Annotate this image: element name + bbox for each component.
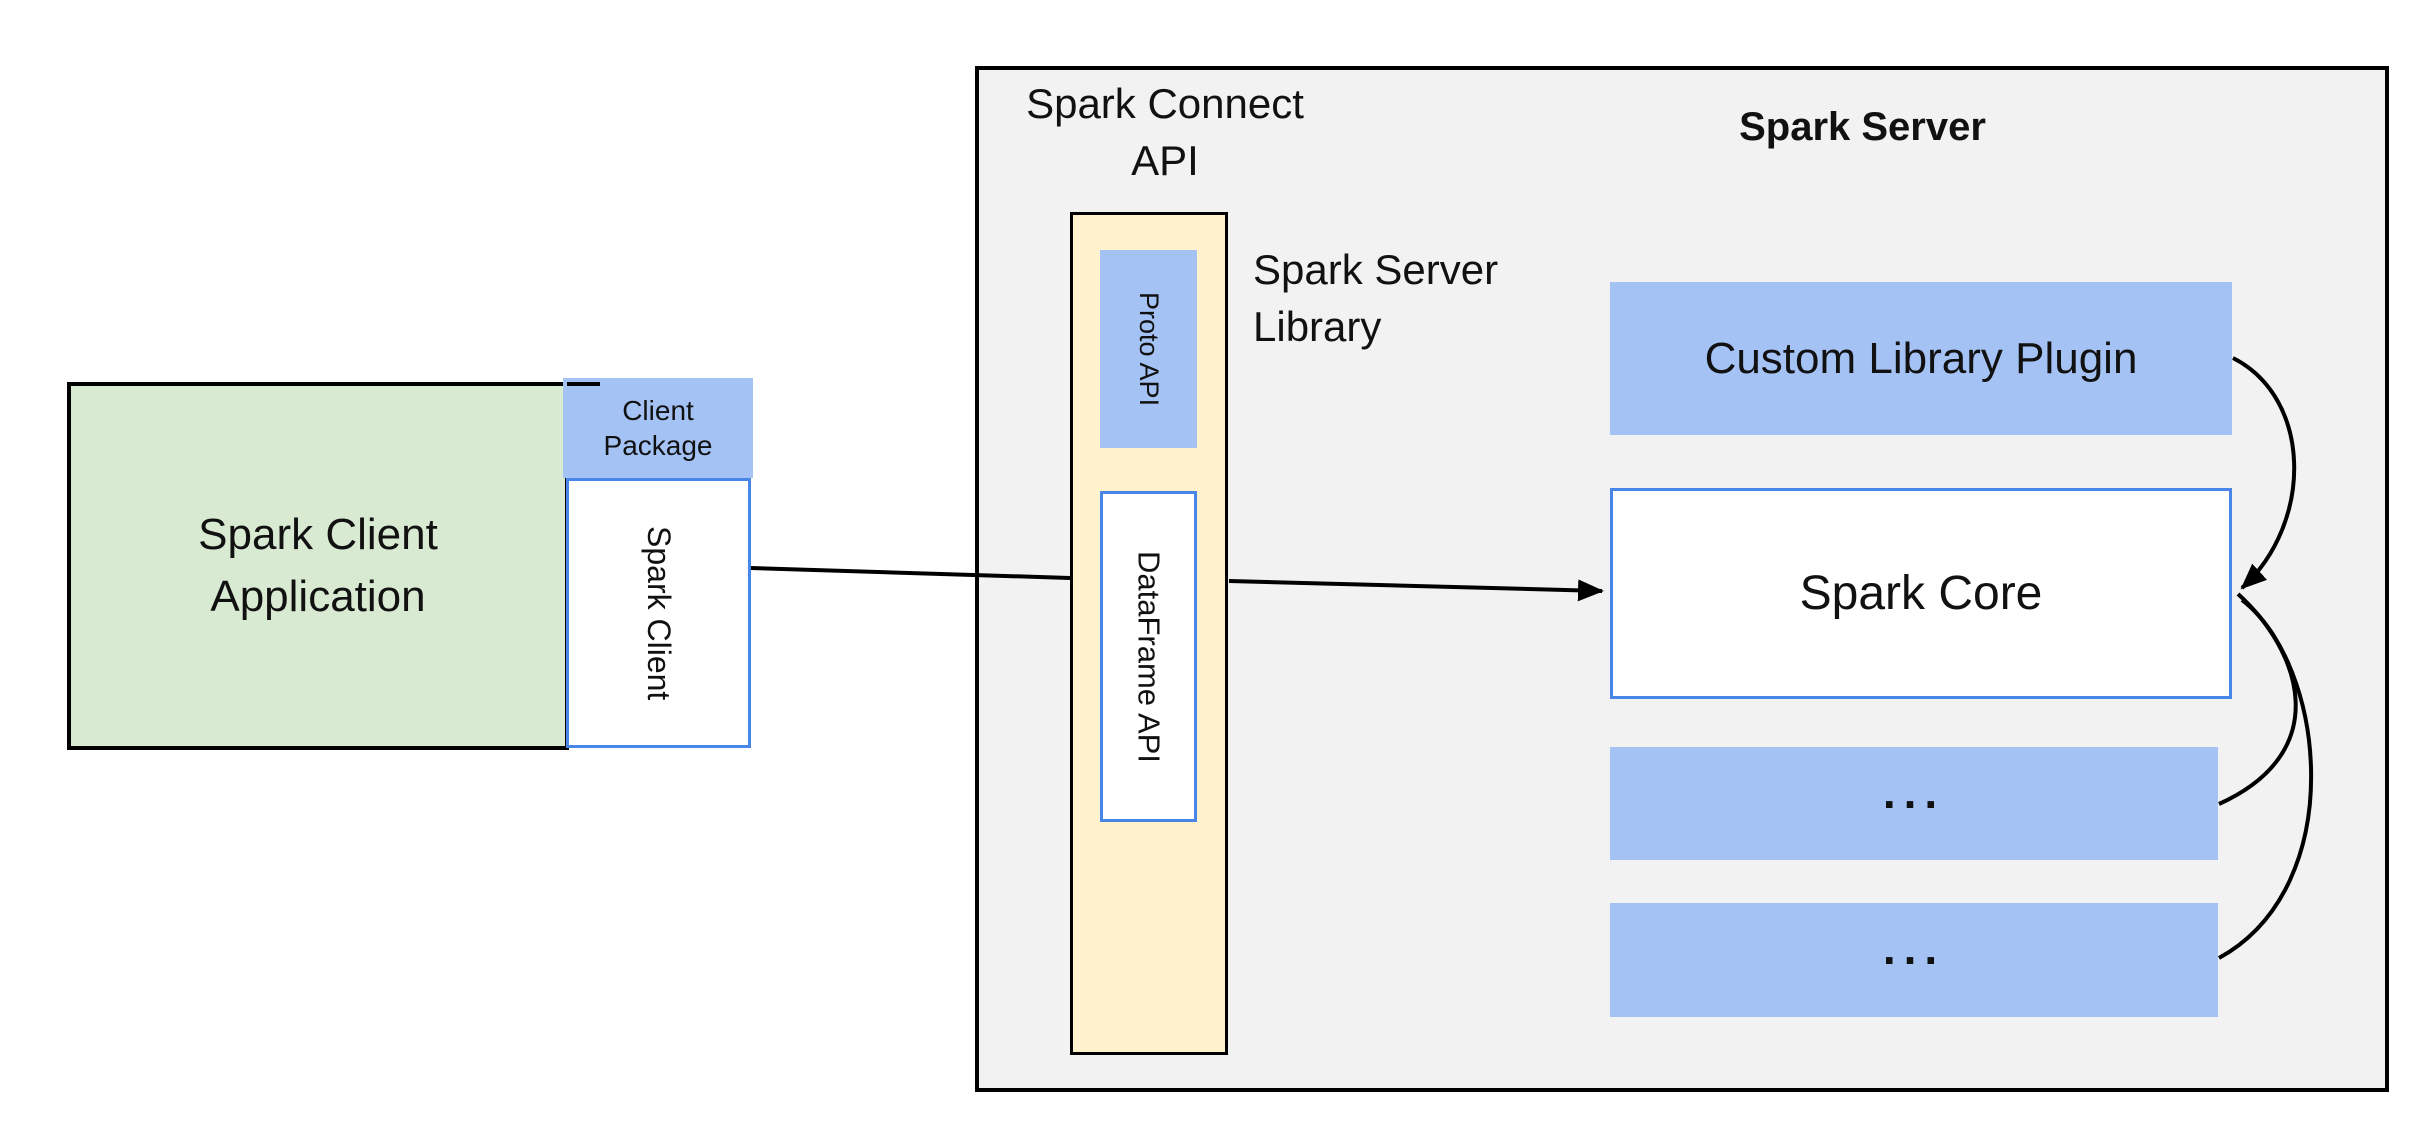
spark-server-title: Spark Server [1739,105,1986,149]
spark-client-label: Spark Client [641,525,677,701]
other-plugin-ellipsis-1: ... [1882,765,1946,818]
dataframe-api-box: DataFrame API [1100,491,1197,822]
dataframe-api-label: DataFrame API [1131,550,1167,763]
other-plugin-box-2: ... [1610,903,2218,1017]
spark-client-application-label: Spark Client Application [198,510,438,621]
client-package-label: Client Package [603,395,713,461]
custom-library-plugin-box: Custom Library Plugin [1610,282,2232,435]
spark-client-box: Spark Client [566,478,751,748]
spark-core-label: Spark Core [1799,567,2043,620]
spark-server-library-label: Spark Server Library [1253,246,1499,350]
proto-api-label: Proto API [1134,291,1164,407]
client-package-box: Client Package [563,378,753,478]
spark-connect-api-label: Spark Connect API [1026,80,1304,184]
spark-core-box: Spark Core [1610,488,2232,699]
other-plugin-ellipsis-2: ... [1882,922,1946,974]
spark-client-application-box: Spark Client Application [67,382,569,750]
other-plugin-box-1: ... [1610,747,2218,860]
custom-library-plugin-label: Custom Library Plugin [1704,333,2138,383]
proto-api-box: Proto API [1100,250,1197,448]
